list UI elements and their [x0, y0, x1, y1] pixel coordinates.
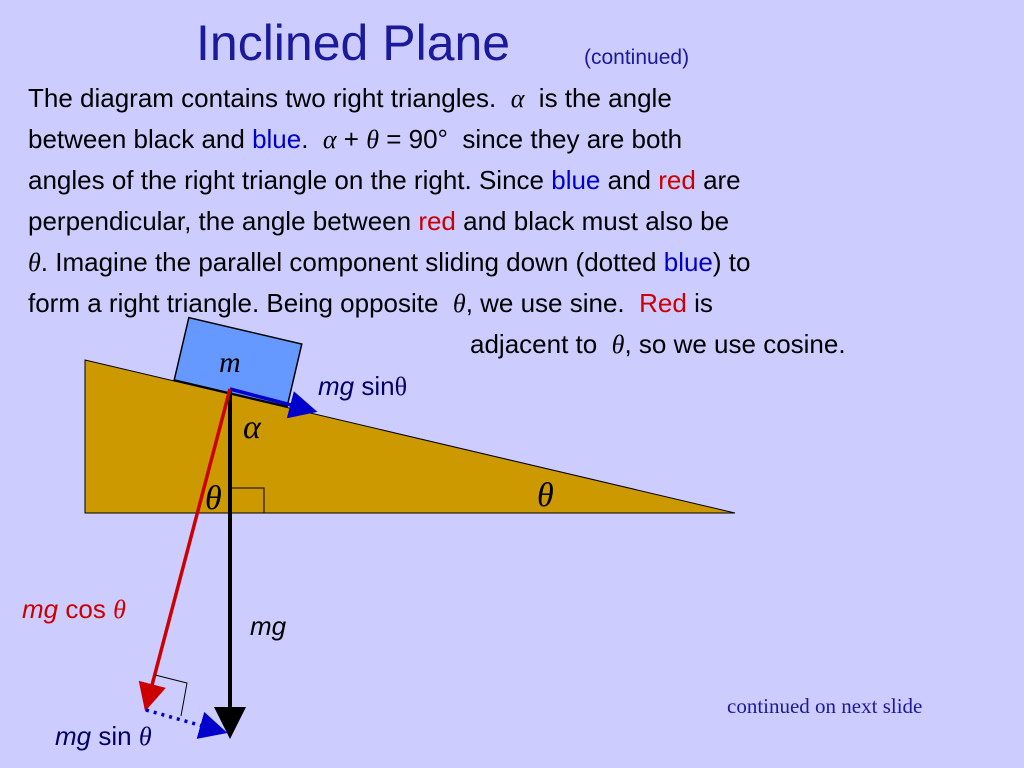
text-fragment: = 90° — [386, 124, 448, 154]
explanation-text: The diagram contains two right triangles… — [28, 78, 1003, 365]
mass-label: m — [219, 346, 241, 379]
label-fragment: cos — [65, 594, 106, 624]
text-fragment: is — [694, 288, 713, 318]
text-fragment: angles of the right triangle on the righ… — [28, 165, 544, 195]
text-line-1: The diagram contains two right triangles… — [28, 78, 1003, 119]
text-fragment: since they are both — [462, 124, 683, 154]
text-fragment: between black and — [28, 124, 245, 154]
text-fragment: form a right triangle. Being opposite — [28, 288, 439, 318]
continued-note: continued on next slide — [727, 694, 923, 718]
label-fragment: mg — [22, 594, 59, 624]
mg-cos-theta-label: mg cos θ — [22, 594, 126, 625]
label-fragment: θ — [394, 372, 408, 401]
theta-symbol: θ — [611, 330, 625, 359]
plus-sign: + — [343, 124, 359, 154]
text-fragment: , so we use cosine. — [624, 329, 846, 359]
text-line-2: between black and blue. α + θ = 90° sinc… — [28, 119, 1003, 160]
mg-sin-theta-label-bottom: mg sin θ — [55, 721, 152, 752]
text-line-4: perpendicular, the angle between red and… — [28, 201, 1003, 242]
label-fragment: θ — [138, 722, 152, 751]
text-fragment: . Imagine the parallel component sliding… — [40, 247, 657, 277]
incline-wedge — [84, 359, 736, 514]
text-fragment: , we use sine. — [465, 288, 625, 318]
red-word: red — [418, 206, 456, 236]
text-fragment: . — [301, 124, 309, 154]
theta-symbol: θ — [366, 125, 379, 154]
text-fragment: The diagram contains two right triangles… — [28, 83, 497, 113]
red-word: red — [658, 165, 696, 195]
blue-word: blue — [551, 165, 601, 195]
red-word: Red — [639, 288, 687, 318]
text-line-3: angles of the right triangle on the righ… — [28, 160, 1003, 201]
text-fragment: adjacent to — [470, 329, 598, 359]
text-fragment: and black must also be — [463, 206, 730, 236]
alpha-symbol: α — [322, 125, 337, 154]
mg-sin-dotted-vector — [145, 708, 228, 739]
text-fragment: and — [607, 165, 652, 195]
blue-word: blue — [663, 247, 713, 277]
mg-sin-vector-top — [229, 387, 318, 419]
right-angle-marker-top — [230, 487, 265, 513]
text-fragment: ) to — [712, 247, 751, 277]
blue-word: blue — [252, 124, 302, 154]
slide-subtitle: (continued) — [584, 46, 690, 69]
theta-angle-label-left: θ — [205, 480, 222, 517]
label-fragment: θ — [113, 595, 126, 624]
text-line-7: adjacent to θ, so we use cosine. — [28, 324, 1003, 365]
text-fragment: perpendicular, the angle between — [28, 206, 412, 236]
label-fragment: sin — [361, 371, 395, 401]
theta-angle-label-right: θ — [537, 477, 554, 514]
text-fragment: is the angle — [538, 83, 672, 113]
theta-symbol: θ — [452, 289, 466, 318]
text-line-5: θ. Imagine the parallel component slidin… — [28, 242, 1003, 283]
label-fragment: sin — [98, 721, 132, 751]
text-line-6: form a right triangle. Being opposite θ,… — [28, 283, 1003, 324]
mg-weight-label: mg — [250, 611, 287, 641]
text-fragment: are — [703, 165, 741, 195]
theta-symbol: θ — [28, 248, 41, 277]
label-fragment: mg — [318, 371, 355, 401]
right-angle-marker-bottom — [154, 674, 188, 717]
label-fragment: mg — [55, 721, 92, 751]
slide-title: Inclined Plane — [196, 15, 511, 71]
alpha-angle-label: α — [243, 409, 261, 446]
alpha-symbol: α — [510, 84, 525, 113]
mg-sin-theta-label-top: mg sinθ — [318, 371, 407, 402]
mg-cos-vector — [138, 388, 232, 712]
